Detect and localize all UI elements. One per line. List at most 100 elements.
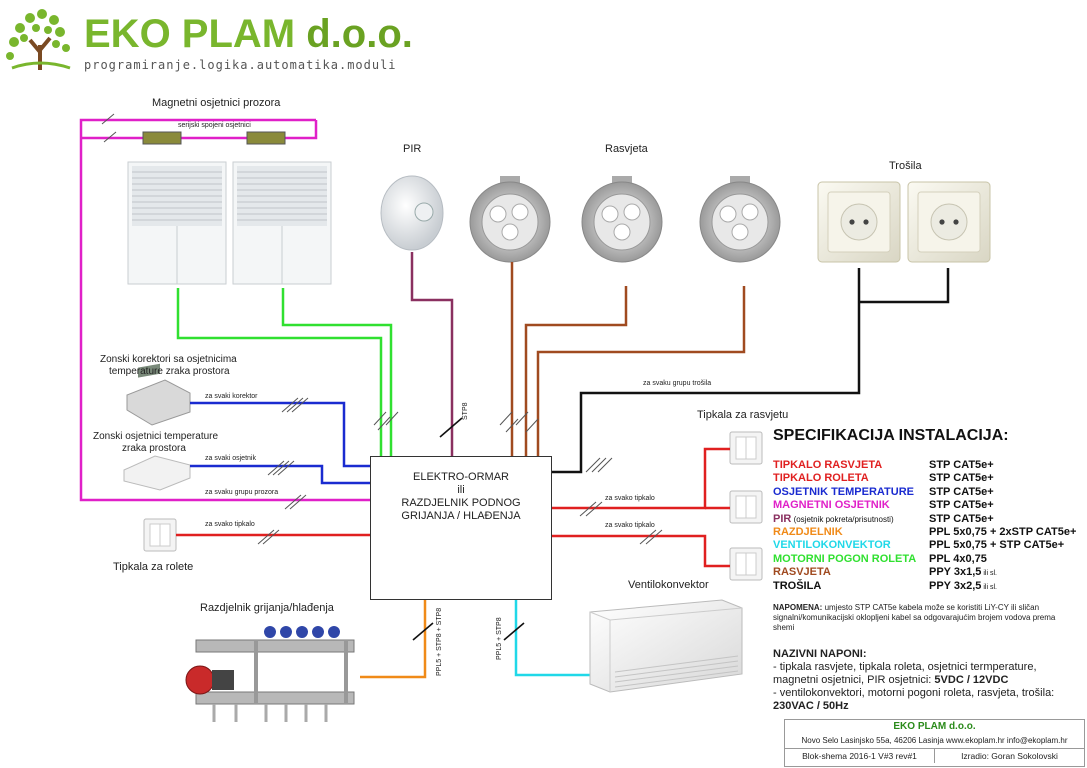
label-za-svaki-korektor: za svaki korektor	[205, 393, 258, 400]
spec-value-note: ili sl.	[981, 570, 997, 578]
brand-suffix: d.o.o.	[306, 12, 413, 56]
spec-row-value: STP CAT5e+	[929, 499, 994, 511]
led-bulb-icon	[469, 176, 551, 263]
load-wire	[550, 268, 950, 474]
spec-name: PIR	[773, 512, 792, 525]
label-zonski-korektori-2: temperature zraka prostora	[109, 366, 230, 377]
spec-row-value: PPY 3x1,5 ili sl.	[929, 566, 997, 578]
spec-value: STP CAT5e+	[929, 512, 994, 525]
cabinet-line-4: GRIJANJA / HLAĐENJA	[401, 510, 521, 522]
thermostat-icon	[126, 363, 191, 426]
brand-title: EKO PLAM d.o.o.	[84, 12, 413, 57]
label-zonski-osjetnici-2: zraka prostora	[122, 443, 186, 454]
note-prefix: NAPOMENA:	[773, 603, 823, 612]
brand-name: EKO PLAM	[84, 12, 296, 56]
temperature-wire	[190, 464, 370, 485]
spec-name: RAZDJELNIK	[773, 526, 843, 538]
spec-row-value: STP CAT5e+	[929, 459, 994, 471]
magnetic-sensor-icon	[246, 131, 286, 145]
spec-row-value: PPL 5x0,75 + 2xSTP CAT5e+	[929, 526, 1076, 538]
label-pir: PIR	[403, 143, 422, 155]
wall-switch-icon	[729, 431, 763, 465]
naponi-line-2: magnetni osjetnici, PIR osjetnici:	[773, 674, 935, 686]
cabinet-line-2: ili	[457, 484, 465, 496]
spec-name: MAGNETNI OSJETNIK	[773, 499, 890, 512]
spec-row-value: PPL 5x0,75 + STP CAT5e+	[929, 539, 1064, 551]
note: NAPOMENA: umjesto STP CAT5e kabela može …	[773, 603, 1073, 633]
spec-row-name: MAGNETNI OSJETNIK	[773, 499, 890, 511]
spec-name: TROŠILA	[773, 579, 822, 592]
tree-logo-icon	[6, 9, 71, 70]
spec-row-value: STP CAT5e+	[929, 486, 994, 498]
label-ppl5-stp8: PPL5 + STP8	[496, 617, 503, 660]
spec-name: OSJETNIK TEMPERATURE	[773, 485, 914, 498]
footer-address: Novo Selo Lasinjsko 55a, 46206 Lasinja w…	[801, 736, 1068, 745]
magnetic-sensor-icon	[142, 131, 182, 145]
fancoil-wire	[514, 598, 592, 677]
spec-row-name: OSJETNIK TEMPERATURE	[773, 486, 914, 498]
label-stp8: STP8	[462, 402, 469, 420]
window-blind-icon	[127, 161, 227, 285]
spec-name: VENTILOKONVEKTOR	[773, 539, 891, 552]
spec-title: SPECIFIKACIJA INSTALACIJA:	[773, 427, 1009, 444]
naponi-title: NAZIVNI NAPONI:	[773, 648, 867, 660]
manifold-wire	[360, 598, 427, 679]
label-ventilokonvektor: Ventilokonvektor	[628, 579, 709, 591]
spec-value: PPL 5x0,75 + 2xSTP CAT5e+	[929, 526, 1077, 538]
label-zonski-korektori-1: Zonski korektori sa osjetnicima	[100, 354, 237, 365]
button-wire	[550, 447, 730, 568]
wall-switch-icon	[729, 490, 763, 524]
label-magnetni: Magnetni osjetnici prozora	[152, 97, 281, 109]
led-bulb-icon	[581, 176, 663, 263]
cable-hash-icon	[257, 397, 663, 545]
window-blind-icon	[232, 161, 332, 285]
naponi-line-1: - tipkala rasvjete, tipkala roleta, osje…	[773, 661, 1037, 673]
spec-value: STP CAT5e+	[929, 499, 994, 512]
label-za-svako-tipkalo-r2: za svako tipkalo	[605, 522, 655, 529]
footer-company: EKO PLAM d.o.o.	[893, 721, 976, 732]
label-rasvjeta: Rasvjeta	[605, 143, 648, 155]
footer-author: Izradio: Goran Sokolovski	[934, 749, 1084, 763]
label-serijski: serijski spojeni osjetnici	[178, 122, 251, 129]
spec-row-value: STP CAT5e+	[929, 513, 994, 525]
naponi-line-3: - ventilokonvektori, motorni pogoni role…	[773, 687, 1055, 699]
spec-row-name: TIPKALO ROLETA	[773, 472, 869, 484]
spec-row-name: TIPKALO RASVJETA	[773, 459, 882, 471]
wall-switch-icon	[729, 547, 763, 581]
spec-value-note: ili sl.	[981, 583, 997, 591]
led-bulb-icon	[699, 176, 781, 263]
spec-sub: (osjetnik pokreta/prisutnosti)	[791, 514, 894, 524]
spec-value: PPY 3x2,5	[929, 579, 982, 592]
footer-doc: Blok-shema 2016-1 V#3 rev#1	[802, 751, 917, 761]
label-za-svaku-grupu-prozora: za svaku grupu prozora	[205, 489, 279, 496]
socket-icon	[907, 181, 991, 263]
label-za-svako-tipkalo-r1: za svako tipkalo	[605, 495, 655, 502]
naponi: NAZIVNI NAPONI: - tipkala rasvjete, tipk…	[773, 648, 1073, 713]
spec-row-name: TROŠILA	[773, 580, 821, 592]
pir-sensor-icon	[380, 175, 444, 251]
brand-tagline: programiranje.logika.automatika.moduli	[84, 58, 397, 72]
socket-icon	[817, 181, 901, 263]
spec-value: PPL 4x0,75	[929, 552, 987, 565]
motor-wire	[176, 288, 393, 456]
naponi-line-4: 230VAC / 50Hz	[773, 700, 849, 712]
cabinet-line-1: ELEKTRO-ORMAR	[413, 471, 509, 483]
spec-row-name: RAZDJELNIK	[773, 526, 843, 538]
spec-row-value: PPY 3x2,5 ili sl.	[929, 580, 997, 592]
spec-value: PPY 3x1,5	[929, 566, 982, 579]
temperature-wire	[190, 401, 370, 468]
sensor-box-icon	[123, 455, 191, 491]
spec-row-value: PPL 4x0,75	[929, 553, 987, 565]
cable-slash-icon	[412, 417, 525, 641]
spec-value: PPL 5x0,75 + STP CAT5e+	[929, 539, 1065, 552]
label-za-svako-tipkalo: za svako tipkalo	[205, 521, 255, 528]
spec-value: STP CAT5e+	[929, 472, 994, 485]
label-tipkala-rolete: Tipkala za rolete	[113, 561, 194, 573]
electrical-cabinet: ELEKTRO-ORMAR ili RAZDJELNIK PODNOG GRIJ…	[370, 456, 552, 600]
spec-name: TIPKALO RASVJETA	[773, 459, 883, 471]
title-block: EKO PLAM d.o.o. Novo Selo Lasinjsko 55a,…	[784, 719, 1085, 767]
cabinet-line-3: RAZDJELNIK PODNOG	[401, 497, 521, 509]
pir-wire	[410, 252, 454, 456]
spec-name: MOTORNI POGON ROLETA	[773, 552, 917, 565]
